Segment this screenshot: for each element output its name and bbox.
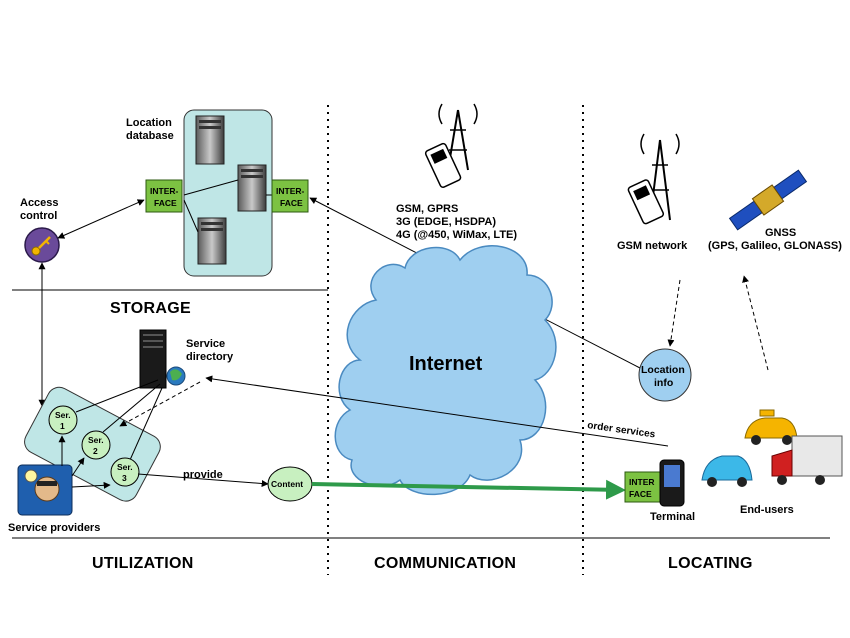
service-node-3 xyxy=(110,457,140,487)
svg-text:INTER: INTER xyxy=(629,477,655,487)
service-node-2 xyxy=(81,430,111,460)
phone-icon xyxy=(424,142,462,188)
key-icon xyxy=(31,236,51,256)
service-providers-label: Service providers xyxy=(8,522,100,534)
svg-text:1: 1 xyxy=(60,421,65,431)
access-control-label: control xyxy=(20,210,57,222)
location-database-label: database xyxy=(126,130,174,142)
svg-text:2: 2 xyxy=(93,446,98,456)
end-users-label: End-users xyxy=(740,504,794,516)
network-type-label: 3G (EDGE, HSDPA) xyxy=(396,216,496,228)
svg-text:Ser.: Ser. xyxy=(55,410,71,420)
truck-icon xyxy=(771,435,843,485)
end-users-to-gnss-dashed xyxy=(742,275,769,371)
internet-label: Internet xyxy=(409,353,483,375)
satellite-icon xyxy=(728,169,808,231)
access-control-label: Access xyxy=(20,197,59,209)
gsm-network-label: GSM network xyxy=(617,240,688,252)
order-services-arrow xyxy=(205,375,669,447)
section-communication: COMMUNICATION xyxy=(374,555,516,572)
section-storage: STORAGE xyxy=(110,300,191,317)
service-directory-label: directory xyxy=(186,351,234,363)
service-directory-server-icon xyxy=(139,329,167,389)
svg-text:INTER-: INTER- xyxy=(276,186,305,196)
database-link xyxy=(183,199,199,233)
section-utilization: UTILIZATION xyxy=(92,555,194,572)
internet-cloud xyxy=(334,245,557,496)
service-directory-label: Service xyxy=(186,338,225,350)
svg-text:Ser.: Ser. xyxy=(117,462,133,472)
gnss-label: GNSS xyxy=(765,227,796,239)
server-icon xyxy=(197,217,227,265)
interface-right xyxy=(271,179,309,213)
order-services-label: order services xyxy=(587,420,657,440)
content-delivery-arrow xyxy=(311,479,626,500)
svg-text:FACE: FACE xyxy=(629,489,652,499)
directory-to-services-dashed xyxy=(119,381,201,427)
gsm-phone-icon xyxy=(627,179,665,225)
svg-text:3: 3 xyxy=(122,473,127,483)
service-node-1 xyxy=(48,405,78,435)
lightbulb-icon xyxy=(24,469,38,483)
terminal-label: Terminal xyxy=(650,511,695,523)
interface-left xyxy=(145,179,183,213)
svg-text:FACE: FACE xyxy=(280,198,303,208)
provide-label: provide xyxy=(183,469,223,481)
location-info-node xyxy=(638,348,692,402)
network-type-label: GSM, GPRS xyxy=(396,203,458,215)
gnss-label: (GPS, Galileo, GLONASS) xyxy=(708,240,842,252)
location-database-label: Location xyxy=(126,117,172,129)
section-locating: LOCATING xyxy=(668,555,753,572)
svg-text:INTER-: INTER- xyxy=(150,186,179,196)
terminal-interface xyxy=(624,471,661,503)
location-info-label: Location xyxy=(641,364,685,376)
database-link xyxy=(183,179,239,196)
server-icon xyxy=(237,164,267,212)
network-type-label: 4G (@450, WiMax, LTE) xyxy=(396,229,517,241)
car-icon xyxy=(701,455,753,487)
access-to-interface-arrow xyxy=(57,199,145,239)
svg-text:FACE: FACE xyxy=(154,198,177,208)
content-label: Content xyxy=(271,479,303,489)
location-info-label: info xyxy=(654,377,673,389)
taxi-icon xyxy=(744,409,798,445)
gsm-to-location-dashed xyxy=(667,279,681,347)
server-icon xyxy=(195,115,225,165)
mobile-phone-icon xyxy=(659,459,685,507)
svg-text:Ser.: Ser. xyxy=(88,435,104,445)
